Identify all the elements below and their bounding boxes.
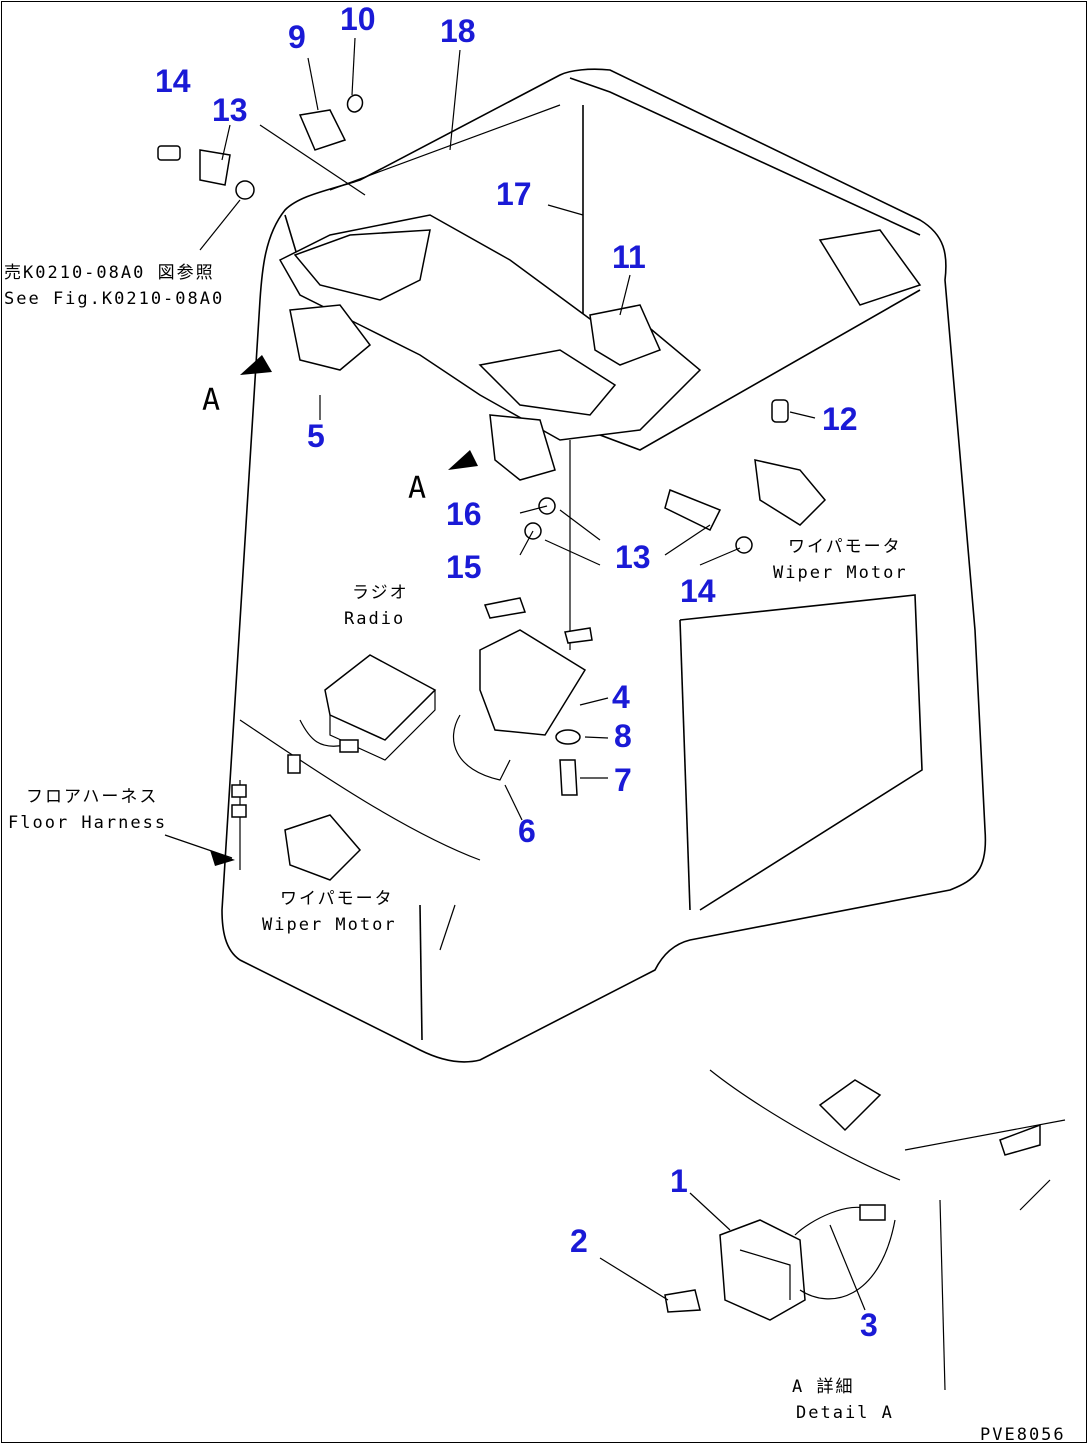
fasteners — [157, 145, 789, 796]
callout-11: 11 — [612, 239, 646, 275]
leader-lines — [164, 37, 866, 1311]
callout-15: 15 — [446, 549, 482, 585]
callout-17: 17 — [496, 176, 532, 212]
callout-2: 2 — [570, 1223, 588, 1259]
callout-14-right: 14 — [680, 573, 716, 609]
callout-13-right: 13 — [615, 539, 651, 575]
callout-5: 5 — [307, 418, 325, 454]
callout-13-top: 13 — [212, 92, 248, 128]
radio-jp-label: ラジオ — [352, 583, 409, 603]
callout-8: 8 — [614, 718, 632, 754]
view-arrows — [210, 355, 478, 866]
wiper-left-jp-label: ワイパモータ — [280, 889, 394, 909]
callout-numbers: 1 2 3 4 5 6 7 8 9 10 11 12 13 13 14 14 1… — [155, 1, 878, 1343]
callout-18: 18 — [440, 13, 476, 49]
view-a-marker-left: A — [202, 383, 220, 418]
radio-unit — [299, 654, 437, 761]
text-labels: 売K0210-08A0 図参照 See Fig.K0210-08A0 A A ラ… — [4, 263, 1066, 1445]
detail-a-inset — [664, 1069, 1066, 1391]
callout-10: 10 — [340, 1, 376, 37]
speaker-bracket — [452, 629, 587, 781]
detail-a-jp-label: A 詳細 — [792, 1377, 854, 1397]
wiper-left-en-label: Wiper Motor — [262, 915, 397, 935]
callout-1: 1 — [670, 1163, 688, 1199]
see-fig-jp-label: 売K0210-08A0 図参照 — [4, 263, 215, 283]
left-wiper-motor — [231, 739, 362, 881]
callout-16: 16 — [446, 496, 482, 532]
callout-4: 4 — [612, 679, 630, 715]
detail-a-en-label: Detail A — [796, 1403, 894, 1423]
drawing-code: PVE8056 — [980, 1425, 1066, 1445]
callout-14-top: 14 — [155, 63, 191, 99]
callout-12: 12 — [822, 401, 858, 437]
callout-6: 6 — [518, 813, 536, 849]
radio-en-label: Radio — [344, 609, 405, 629]
floor-harness-jp-label: フロアハーネス — [26, 787, 158, 807]
right-wiper-motor — [754, 459, 827, 526]
floor-harness-en-label: Floor Harness — [8, 813, 167, 833]
callout-9: 9 — [288, 19, 306, 55]
callout-7: 7 — [614, 762, 632, 798]
wiper-right-en-label: Wiper Motor — [773, 563, 908, 583]
callout-3: 3 — [860, 1307, 878, 1343]
wiper-right-jp-label: ワイパモータ — [788, 537, 902, 557]
view-a-marker-center: A — [408, 471, 426, 506]
see-fig-en-label: See Fig.K0210-08A0 — [4, 289, 224, 309]
roof-console — [259, 94, 922, 481]
